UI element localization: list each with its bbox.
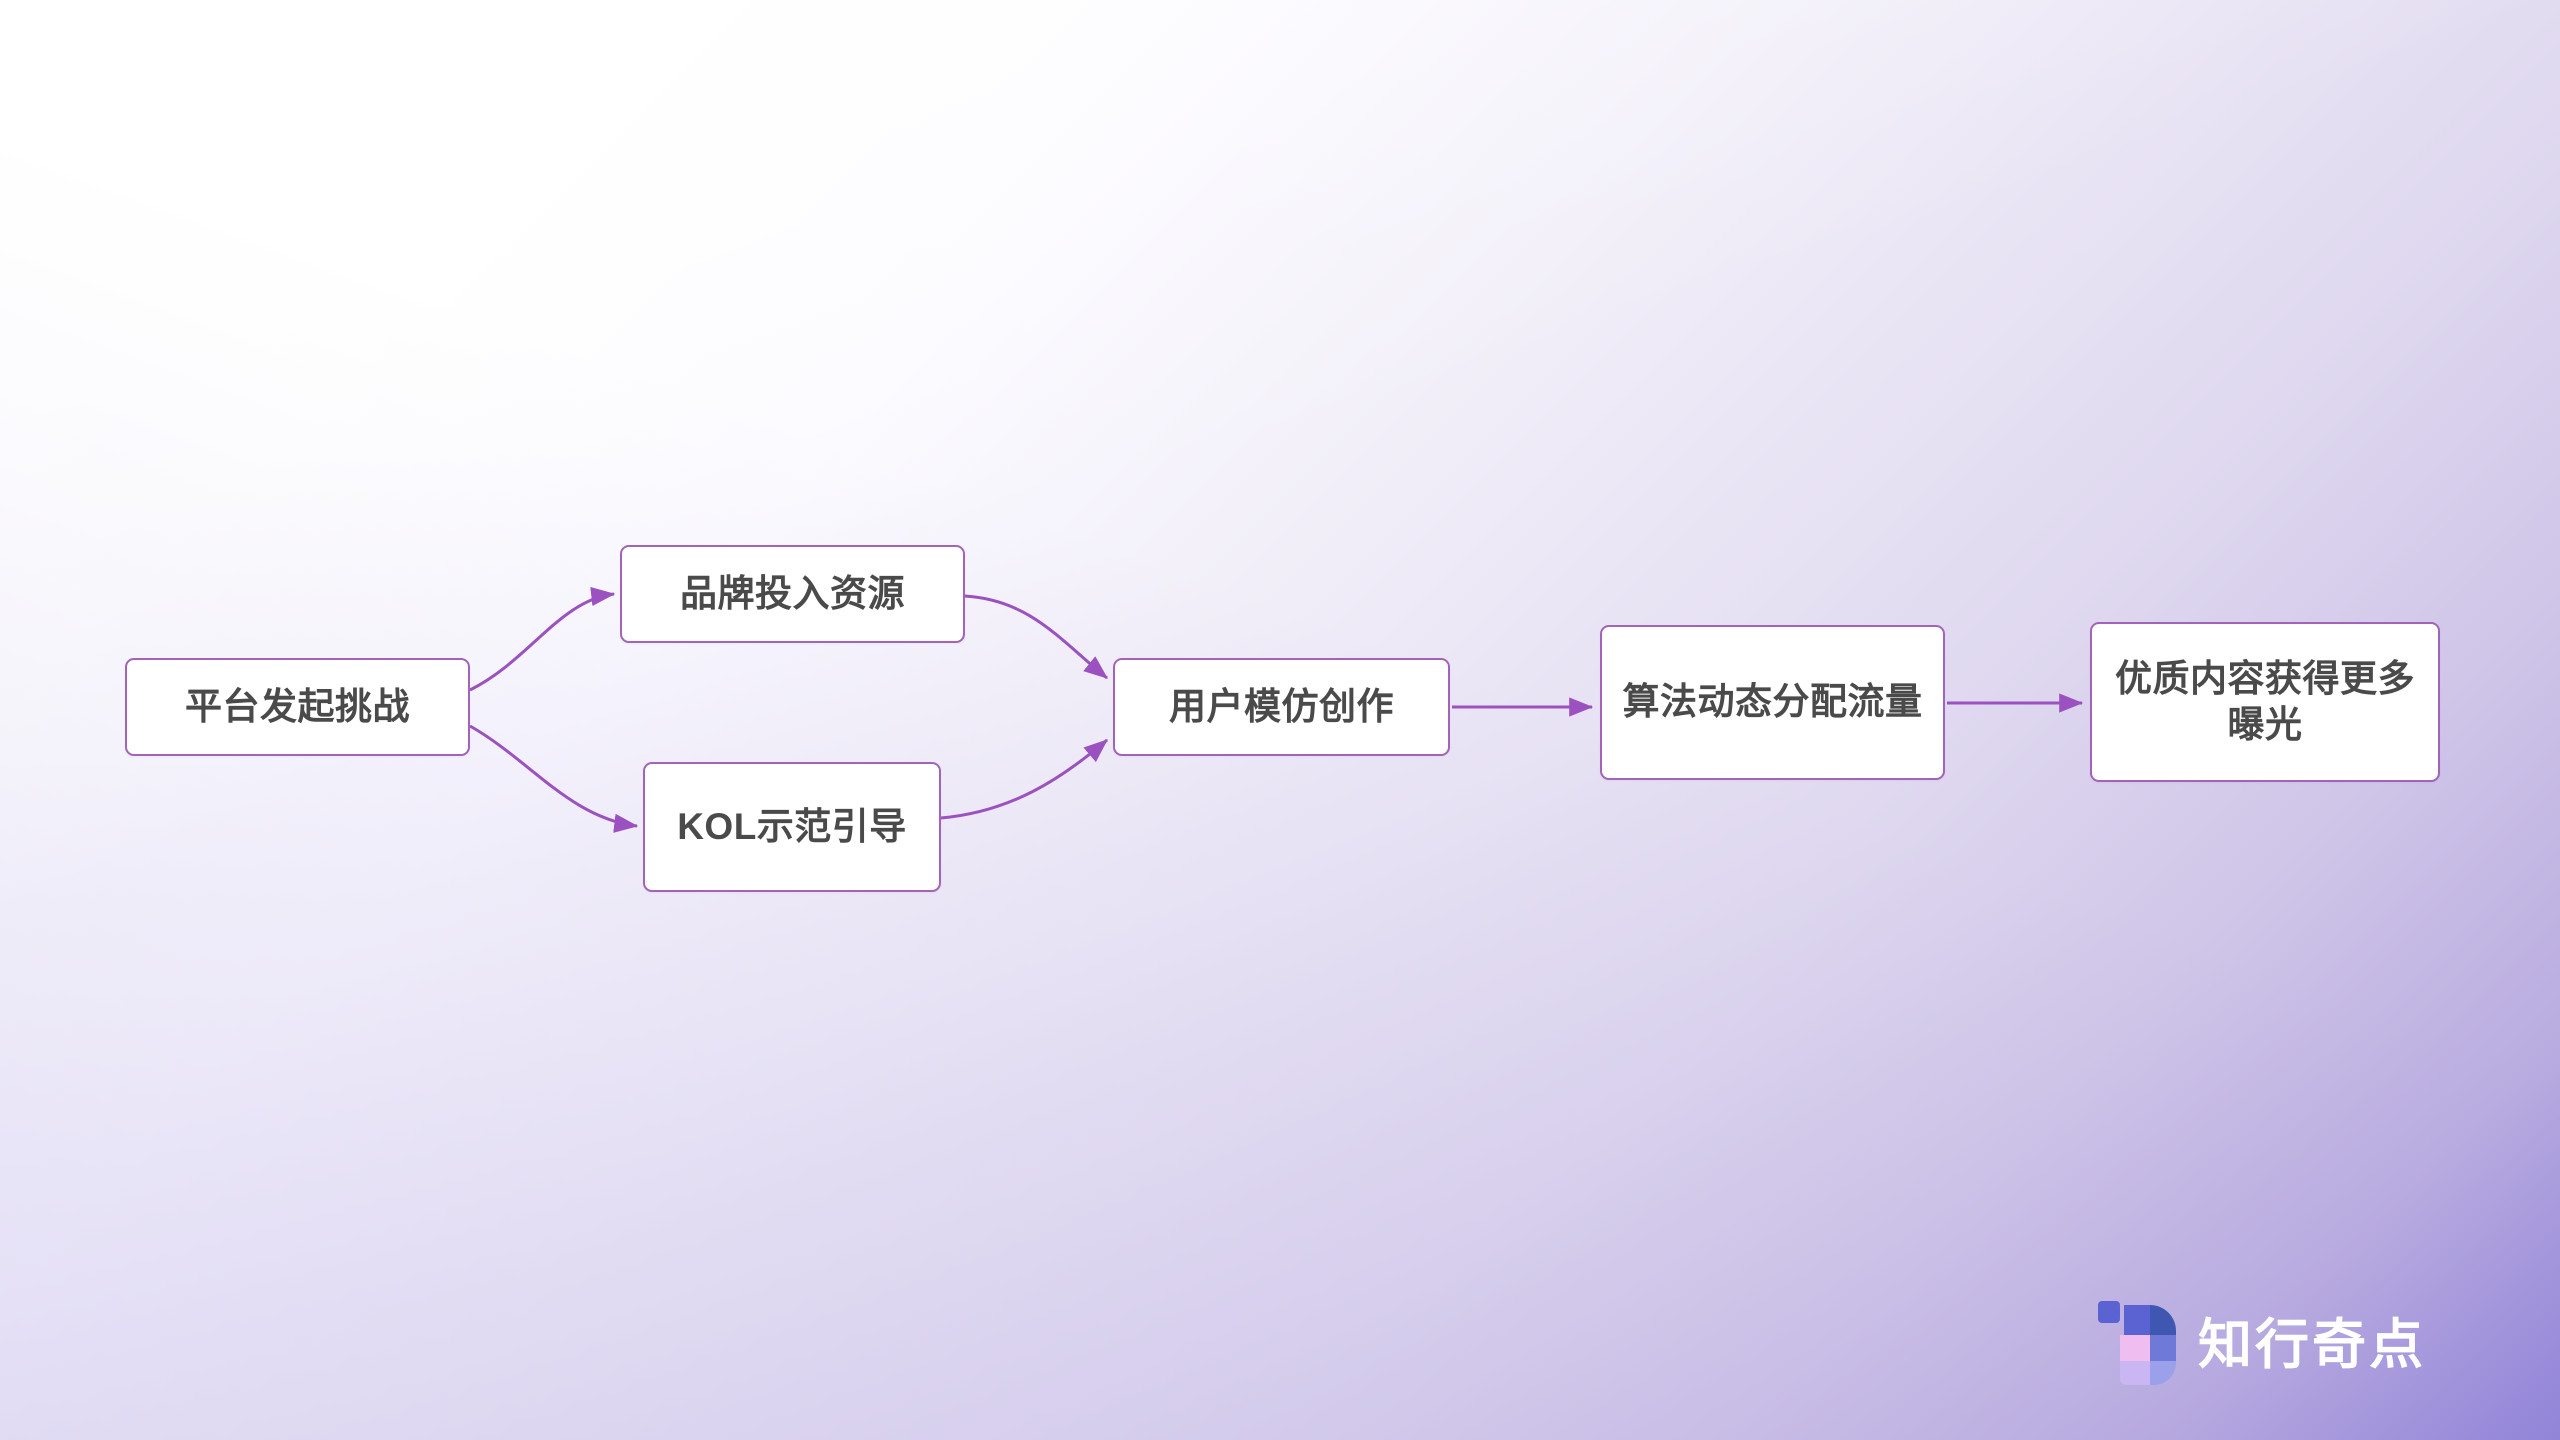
- edge-platform-to-brand: [469, 587, 616, 692]
- node-platform-challenge[interactable]: 平台发起挑战: [125, 658, 470, 756]
- node-label: 用户模仿创作: [1169, 685, 1394, 727]
- edge-platform-to-kol: [469, 724, 639, 833]
- logo-tile: [2150, 1360, 2176, 1385]
- logo-tile: [2150, 1304, 2176, 1335]
- logo-tile: [2150, 1334, 2176, 1361]
- node-label: KOL示范引导: [677, 805, 907, 847]
- brand-logo-icon: [2098, 1300, 2176, 1385]
- node-label: 品牌投入资源: [680, 572, 905, 614]
- edge-brand-to-imitate: [964, 594, 1108, 680]
- logo-tile: [2120, 1334, 2150, 1361]
- node-label: 平台发起挑战: [185, 685, 410, 727]
- brand-name: 知行奇点: [2198, 1315, 2426, 1375]
- node-quality-exposure[interactable]: 优质内容获得更多曝光: [2090, 622, 2440, 782]
- logo-tile: [2124, 1304, 2150, 1335]
- node-user-imitation[interactable]: 用户模仿创作: [1113, 658, 1450, 756]
- node-kol-demo[interactable]: KOL示范引导: [643, 762, 941, 892]
- watermark: 知行奇点: [2098, 1300, 2426, 1385]
- node-algorithm-traffic[interactable]: 算法动态分配流量: [1600, 625, 1945, 780]
- logo-tile: [2120, 1360, 2150, 1385]
- node-label: 算法动态分配流量: [1622, 681, 1923, 723]
- edge-kol-to-imitate: [940, 738, 1108, 820]
- logo-tile: [2098, 1300, 2120, 1323]
- node-brand-resources[interactable]: 品牌投入资源: [620, 545, 965, 643]
- node-label: 优质内容获得更多曝光: [2115, 657, 2415, 745]
